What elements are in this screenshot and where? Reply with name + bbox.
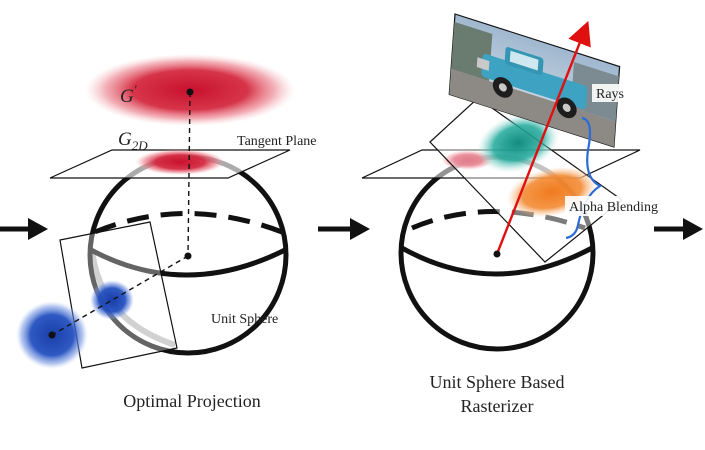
left-panel: G′ G2D Tangent Plane — [16, 54, 317, 411]
truck-photo — [448, 13, 621, 148]
caption-optimal-projection: Optimal Projection — [123, 391, 260, 411]
tangent-plane-label: Tangent Plane — [237, 134, 317, 149]
projection-line-vertical — [187, 91, 191, 257]
gaussian-teal — [477, 113, 559, 173]
ray-arrow — [495, 20, 591, 255]
blue-gaussian-center — [48, 331, 56, 339]
right-panel: Rays Alpha Blending Unit Sphere Based Ra… — [361, 13, 683, 416]
gaussian-g2d — [135, 149, 225, 175]
rays-label: Rays — [596, 87, 624, 102]
arrow-out-right — [654, 218, 703, 240]
unit-sphere-label: Unit Sphere — [211, 312, 278, 327]
sphere-center-right — [493, 250, 501, 258]
alpha-blending-bracket — [565, 116, 603, 240]
caption-rasterizer-line2: Rasterizer — [461, 396, 534, 416]
g2d-label: G2D — [118, 129, 148, 153]
caption-rasterizer-line1: Unit Sphere Based — [430, 372, 565, 392]
gaussian-blue-small — [90, 280, 134, 320]
arrow-in-left — [0, 218, 48, 240]
g-prime-label: G′ — [120, 82, 137, 107]
arrow-middle — [318, 218, 370, 240]
g-prime-center — [186, 88, 194, 96]
alpha-blending-label: Alpha Blending — [569, 200, 658, 215]
